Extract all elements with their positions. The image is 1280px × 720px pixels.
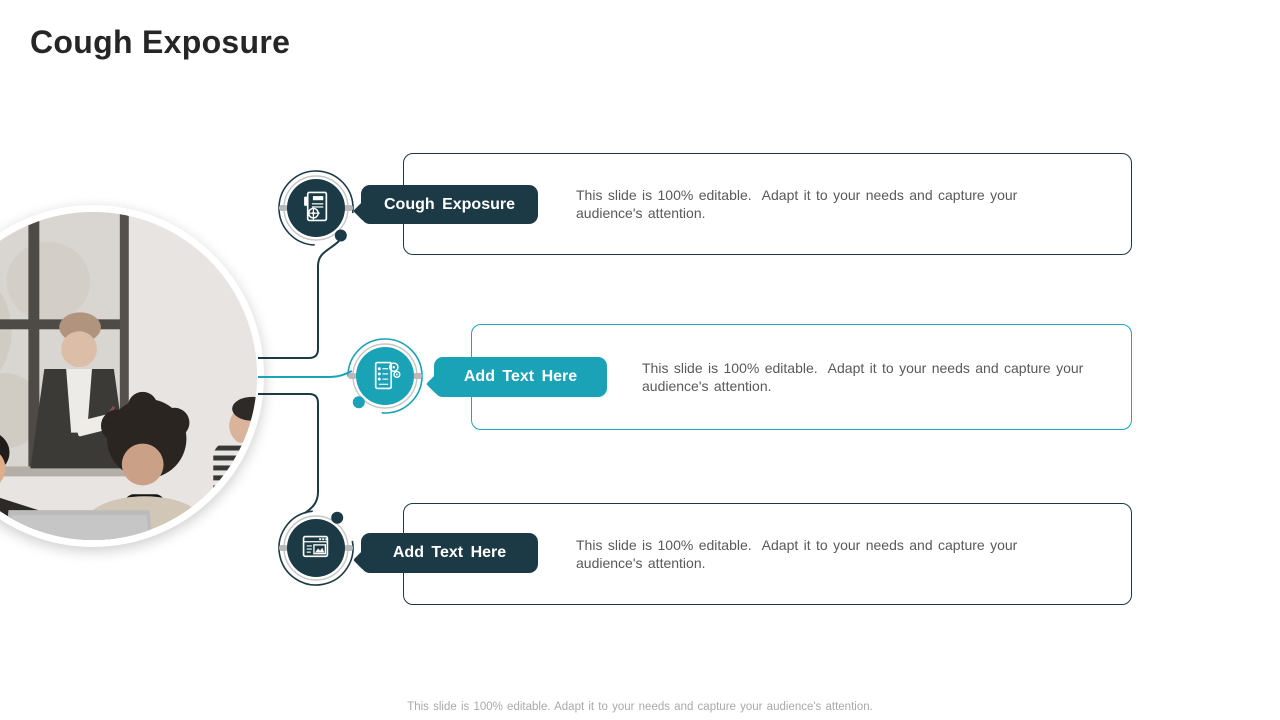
icon-ring [278,510,354,586]
body-text-line1: This slide is 100% editable. Adapt it to… [576,187,1018,203]
body-text: This slide is 100% editable. Adapt it to… [576,536,1017,572]
icon-circle [356,347,414,405]
label-pill-3[interactable]: Add Text Here [353,533,538,573]
label-pill-2[interactable]: Add Text Here [426,357,607,397]
body-text-line2: audience's attention. [642,378,772,394]
pill-label: Add Text Here [392,544,507,561]
orbit-dot [331,511,344,524]
body-text-line1: This slide is 100% editable. Adapt it to… [576,537,1018,553]
connector-middle [258,370,353,378]
connector-bottom [258,393,319,514]
connector-top [258,240,340,359]
step-node-2[interactable] [339,330,431,422]
team-photo-illustration [0,212,257,540]
slide-footer-note: This slide is 100% editable. Adapt it to… [407,701,873,713]
body-text-line2: audience's attention. [576,555,706,571]
team-photo [0,205,264,547]
label-pill-1[interactable]: Cough Exposure [353,185,538,224]
audit-report-icon [304,191,328,222]
step-node-3[interactable] [270,502,362,594]
icon-circle [287,519,345,577]
orbit-dot [352,396,365,409]
body-text-line1: This slide is 100% editable. Adapt it to… [642,360,1084,376]
step-node-1[interactable] [270,162,362,254]
icon-circle [287,179,345,237]
orbit-dot [334,229,347,242]
body-text-line2: audience's attention. [576,205,706,221]
slide-title: Cough Exposure [30,24,291,60]
body-text: This slide is 100% editable. Adapt it to… [642,359,1083,395]
quality-report-icon [374,361,401,390]
body-text: This slide is 100% editable. Adapt it to… [576,186,1017,222]
image-window-icon [302,535,329,558]
pill-label: Add Text Here [463,368,578,385]
pill-label: Cough Exposure [383,195,515,213]
